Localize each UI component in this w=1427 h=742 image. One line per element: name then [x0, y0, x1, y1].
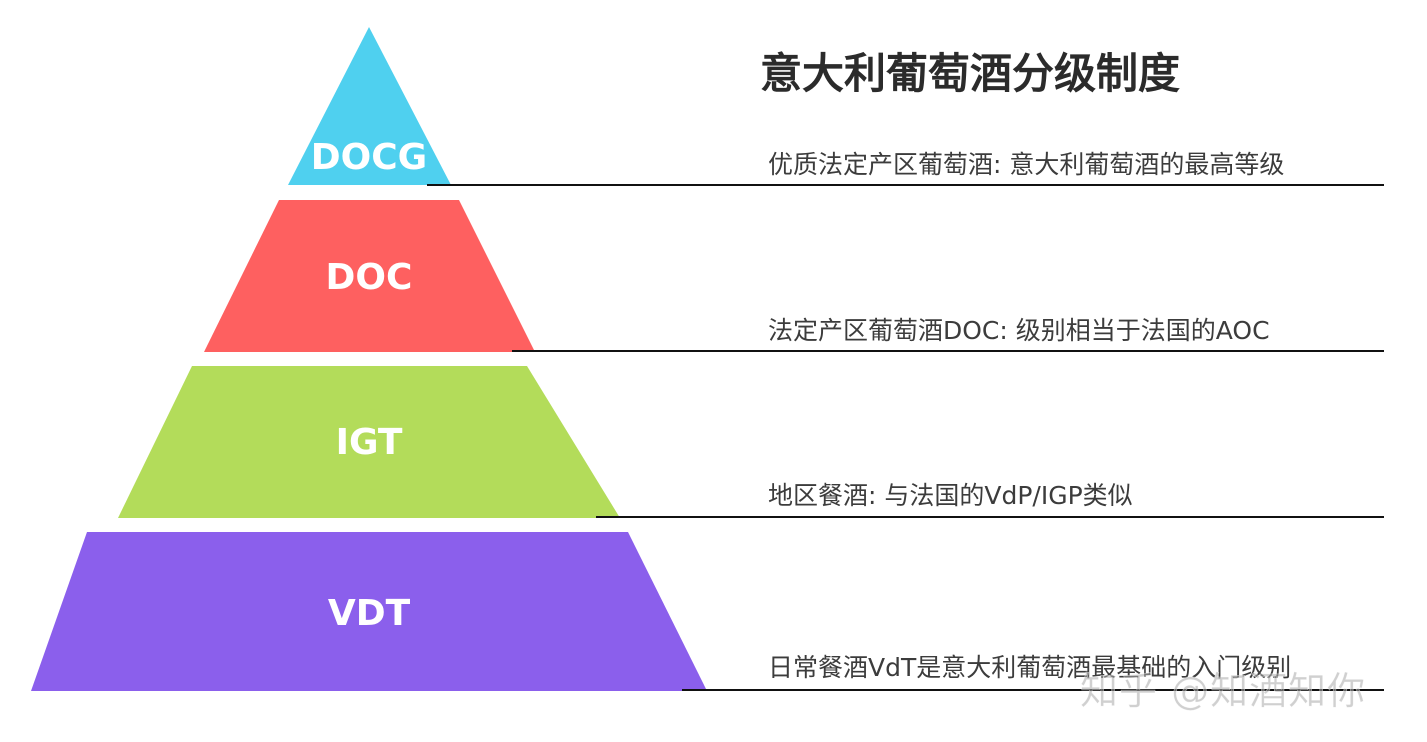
tier-igt-shape: [118, 366, 620, 518]
tier-vdt-description: 日常餐酒VdT是意大利葡萄酒最基础的入门级别: [768, 653, 1292, 682]
tier-igt-label: IGT: [335, 422, 403, 463]
tier-docg-label: DOCG: [310, 137, 428, 178]
tier-doc-description: 法定产区葡萄酒DOC: 级别相当于法国的AOC: [768, 316, 1270, 345]
tier-docg-rule: [427, 184, 1384, 186]
tier-vdt-label: VDT: [327, 593, 411, 634]
tier-doc-shape: [204, 200, 535, 352]
diagram-title: 意大利葡萄酒分级制度: [760, 49, 1181, 98]
tier-igt-rule: [596, 516, 1384, 518]
tier-igt-description: 地区餐酒: 与法国的VdP/IGP类似: [768, 481, 1133, 510]
tier-docg-shape: [288, 27, 451, 185]
tier-docg-description: 优质法定产区葡萄酒: 意大利葡萄酒的最高等级: [768, 150, 1285, 179]
tier-doc-rule: [512, 350, 1384, 352]
watermark: 知乎 @知酒知你: [1080, 669, 1367, 714]
tier-vdt-rule: [682, 689, 1384, 691]
tier-vdt-shape: [31, 532, 707, 691]
tier-doc-label: DOC: [325, 257, 413, 298]
